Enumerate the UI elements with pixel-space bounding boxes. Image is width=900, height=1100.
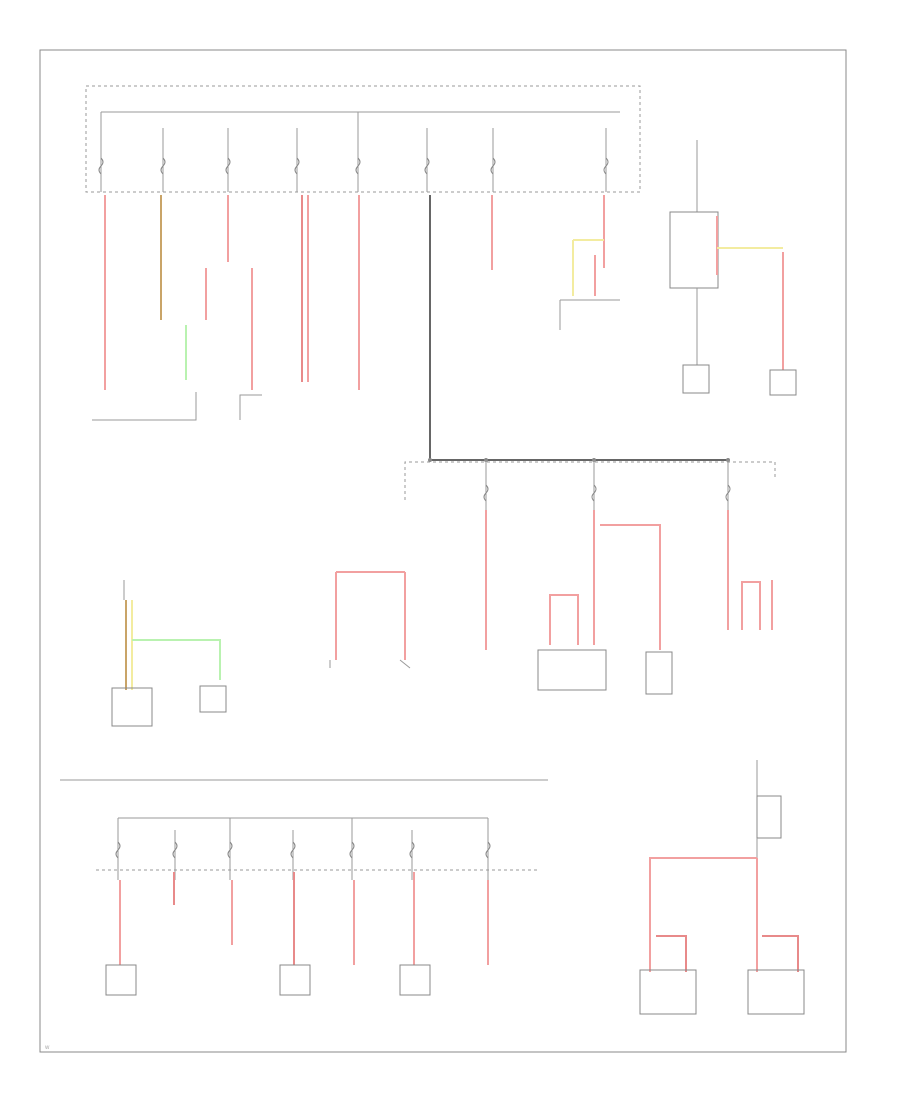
bottom-connectors (105, 964, 431, 996)
frame-id-label: W (45, 1045, 50, 1051)
middle-wires (335, 510, 773, 660)
middle-connectors (329, 649, 673, 695)
bottom-wires (119, 872, 489, 965)
top-left-wires (104, 195, 605, 460)
left-middle-module (111, 580, 227, 727)
legend (50, 481, 150, 531)
middle-bus (404, 458, 776, 510)
bottom-right-module (639, 760, 805, 1015)
bottom-fuse-box (96, 817, 540, 880)
top-connectors (92, 299, 620, 421)
top-fuse-box (85, 85, 641, 193)
relay-box (669, 140, 797, 396)
diagram-frame (39, 49, 847, 1053)
